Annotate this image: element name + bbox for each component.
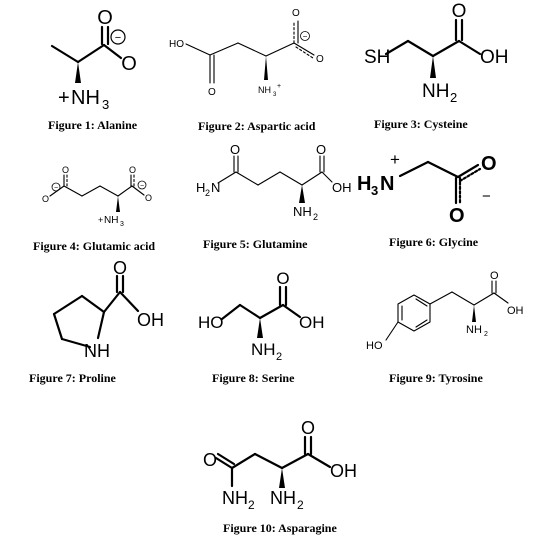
hydroxyl-label: OH xyxy=(137,310,164,330)
oxygen-label: O xyxy=(121,53,137,75)
figure-6-glycine-structure: + H 3 N O O − xyxy=(357,150,497,227)
oxygen-label: O xyxy=(449,205,465,227)
amine-subscript: 2 xyxy=(297,498,304,512)
caption-figure-10: Figure 10: Asparagine xyxy=(223,521,337,535)
amine-label: NH xyxy=(293,204,312,219)
oxygen-label: O xyxy=(42,194,49,204)
ammonium-label: NH xyxy=(71,87,100,109)
negative-charge-circle xyxy=(300,31,310,41)
figure-10-asparagine-structure: O O OH NH 2 NH 2 xyxy=(203,418,357,512)
negative-charge-circle xyxy=(51,182,61,192)
ammonium-plus-sign: + xyxy=(98,215,103,225)
ammonium-plus-sign: + xyxy=(277,83,281,90)
amine-subscript: 2 xyxy=(313,212,318,222)
caption-figure-6: Figure 6: Glycine xyxy=(389,235,479,249)
caption-figure-8: Figure 8: Serine xyxy=(212,371,295,385)
ammonium-h-label: H xyxy=(357,173,371,195)
hydroxyl-label: OH xyxy=(480,47,509,68)
oxygen-label: O xyxy=(292,8,300,19)
negative-charge-sign: − xyxy=(303,32,308,41)
hydroxyl-label: OH xyxy=(507,305,524,317)
oxygen-label: O xyxy=(316,54,324,65)
oxygen-label: O xyxy=(490,270,499,282)
phenol-hydroxyl-label: HO xyxy=(366,340,383,352)
hydroxyl-label: OH xyxy=(330,461,357,481)
amine-label: NH xyxy=(422,81,449,102)
figure-4-glutamic-acid-structure: O O − O O − + NH 3 xyxy=(42,165,152,228)
caption-figure-2: Figure 2: Aspartic acid xyxy=(198,119,316,133)
ammonium-subscript: 3 xyxy=(120,221,124,228)
oxygen-label: O xyxy=(62,165,69,175)
ammonium-subscript: 3 xyxy=(371,183,378,198)
caption-figure-5: Figure 5: Glutamine xyxy=(203,237,308,251)
amine-label: NH xyxy=(466,324,482,336)
amine-subscript: 2 xyxy=(276,351,282,363)
figure-1-alanine-structure: O − O + NH 3 xyxy=(50,7,137,112)
hydroxyl-label: HO xyxy=(169,39,184,50)
ammonium-label: NH xyxy=(104,215,118,226)
amine-subscript: 2 xyxy=(450,90,457,105)
amide-nitrogen: N xyxy=(211,180,220,195)
caption-figure-9: Figure 9: Tyrosine xyxy=(389,371,483,385)
ammonium-subscript: 3 xyxy=(273,92,277,98)
amide-label: H xyxy=(196,180,205,195)
caption-figure-4: Figure 4: Glutamic acid xyxy=(33,239,155,253)
oxygen-label: O xyxy=(452,1,467,22)
figure-3-cysteine-structure: SH O OH NH 2 xyxy=(364,1,509,105)
oxygen-label: O xyxy=(208,87,216,98)
negative-charge-sign: − xyxy=(115,32,121,44)
ammonium-plus-sign: + xyxy=(58,87,70,109)
negative-charge-circle xyxy=(110,29,126,45)
negative-charge-sign: − xyxy=(140,183,144,190)
oxygen-label: O xyxy=(301,418,315,438)
oxygen-label: O xyxy=(276,269,289,288)
ammonium-plus-sign: + xyxy=(390,150,400,169)
oxygen-label: O xyxy=(481,153,497,175)
caption-figure-3: Figure 3: Cysteine xyxy=(374,117,468,131)
amine-subscript: 2 xyxy=(484,331,488,338)
caption-figure-1: Figure 1: Alanine xyxy=(48,118,138,132)
caption-figure-7: Figure 7: Proline xyxy=(29,371,117,385)
oxygen-label: O xyxy=(203,450,217,470)
thiol-label: SH xyxy=(364,47,390,68)
negative-charge-sign: − xyxy=(54,185,58,192)
oxygen-label: O xyxy=(316,142,326,157)
figure-8-serine-structure: HO O OH NH 2 xyxy=(198,269,325,363)
ammonium-subscript: 3 xyxy=(102,97,109,112)
ring-amine-label: NH xyxy=(84,341,110,361)
hydroxyl-label: HO xyxy=(198,313,224,332)
oxygen-label: O xyxy=(129,165,136,175)
amide-subscript: 2 xyxy=(248,498,255,512)
negative-charge-circle xyxy=(137,180,147,190)
oxygen-label: O xyxy=(97,7,113,29)
ammonium-n-label: N xyxy=(380,173,394,195)
amine-label: NH xyxy=(251,340,276,359)
ammonium-label: NH xyxy=(258,85,271,95)
amine-label: NH xyxy=(270,488,296,508)
hydroxyl-label: OH xyxy=(299,313,325,332)
amide-label: NH xyxy=(222,488,248,508)
figure-7-proline-structure: O OH NH xyxy=(52,258,164,361)
figure-2-aspartic-acid-structure: HO O O O − NH 3 + xyxy=(169,8,324,98)
figure-9-tyrosine-structure: HO O OH NH 2 xyxy=(366,270,524,352)
oxygen-label: O xyxy=(230,142,240,157)
negative-charge-sign: − xyxy=(482,188,491,205)
hydroxyl-label: OH xyxy=(332,180,352,195)
oxygen-label: O xyxy=(113,258,127,278)
amide-subscript: 2 xyxy=(205,188,210,198)
figure-5-glutamine-structure: O H 2 N O OH NH 2 xyxy=(196,142,352,222)
oxygen-label: O xyxy=(145,193,152,203)
